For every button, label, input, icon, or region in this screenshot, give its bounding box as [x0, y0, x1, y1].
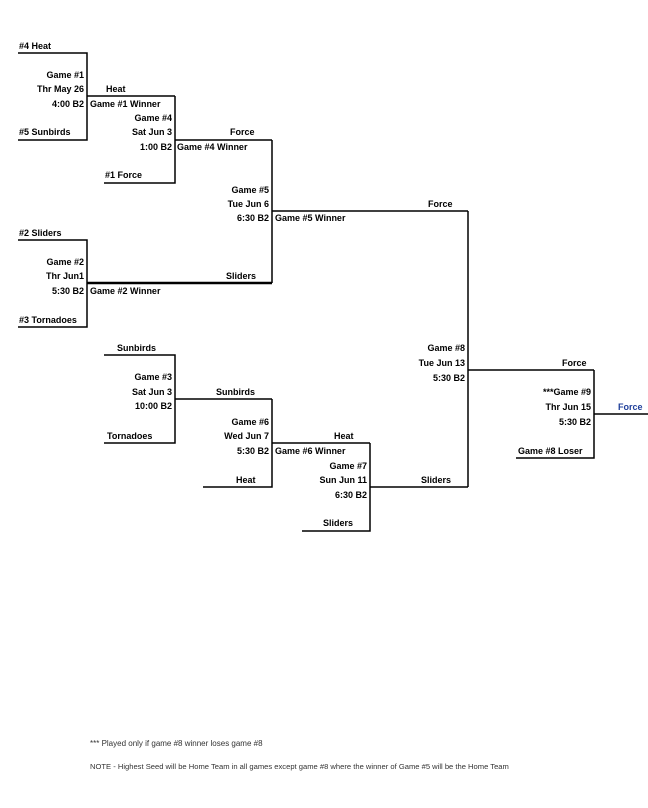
game2-label: Game #2 — [46, 257, 84, 267]
game4-result: Force — [230, 127, 255, 137]
game6-date: Wed Jun 7 — [224, 431, 269, 441]
game1-time: 4:00 B2 — [51, 99, 84, 109]
game2-winner-ref: Game #2 Winner — [90, 286, 161, 296]
game5-winner-ref: Game #5 Winner — [275, 213, 346, 223]
seed-1-team: #1 Force — [105, 170, 143, 180]
game7-time: 6:30 B2 — [334, 490, 367, 500]
game1-label: Game #1 — [46, 70, 84, 80]
champion-label: Force — [618, 402, 643, 412]
footnote-game9: *** Played only if game #8 winner loses … — [90, 739, 263, 748]
game7-team-bottom: Sliders — [323, 518, 354, 528]
game9-date: Thr Jun 15 — [545, 402, 591, 412]
game9-time: 5:30 B2 — [558, 417, 591, 427]
game3-team-bottom: Tornadoes — [107, 431, 153, 441]
game3-time: 10:00 B2 — [134, 401, 172, 411]
game8-time: 5:30 B2 — [432, 373, 465, 383]
game9-bracket-line — [516, 370, 595, 459]
game6-winner-ref: Game #6 Winner — [275, 446, 346, 456]
game5-time: 6:30 B2 — [236, 213, 269, 223]
game8-label: Game #8 — [427, 343, 465, 353]
game6-team-bottom: Heat — [236, 475, 256, 485]
game3-team-top: Sunbirds — [117, 343, 157, 353]
game4-label: Game #4 — [134, 113, 172, 123]
seed-4-team: #4 Heat — [19, 41, 52, 51]
game4-time: 1:00 B2 — [139, 142, 172, 152]
game6-time: 5:30 B2 — [236, 446, 269, 456]
game9-loser-ref: Game #8 Loser — [518, 446, 583, 456]
game7-date: Sun Jun 11 — [319, 475, 367, 485]
game5-result: Force — [428, 199, 453, 209]
game6-label: Game #6 — [231, 417, 269, 427]
game5-date: Tue Jun 6 — [227, 199, 269, 209]
game3-date: Sat Jun 3 — [131, 387, 172, 397]
game1-result: Heat — [106, 84, 126, 94]
game6-bracket-line — [203, 399, 273, 488]
game7-bracket-line — [302, 443, 371, 532]
game1-date: Thr May 26 — [36, 84, 84, 94]
game2-time: 5:30 B2 — [51, 286, 84, 296]
game4-bracket-line — [104, 96, 176, 184]
game4-winner-ref: Game #4 Winner — [177, 142, 248, 152]
seed-3-team: #3 Tornadoes — [19, 315, 77, 325]
game9-label: ***Game #9 — [542, 387, 591, 397]
game5-label: Game #5 — [231, 185, 269, 195]
game7-label: Game #7 — [329, 461, 367, 471]
game4-date: Sat Jun 3 — [131, 127, 172, 137]
seed-5-team: #5 Sunbirds — [19, 127, 71, 137]
game7-result: Sliders — [421, 475, 452, 485]
game2-date: Thr Jun1 — [45, 271, 84, 281]
seed-2-team: #2 Sliders — [19, 228, 62, 238]
game3-result: Sunbirds — [216, 387, 256, 397]
game3-label: Game #3 — [134, 372, 172, 382]
game2-bracket-line — [18, 239, 88, 328]
game8-date: Tue Jun 13 — [418, 358, 465, 368]
game6-result: Heat — [334, 431, 354, 441]
game8-result: Force — [562, 358, 587, 368]
game3-bracket-line — [104, 354, 176, 444]
game1-winner-ref: Game #1 Winner — [90, 99, 161, 109]
game2-result: Sliders — [226, 271, 257, 281]
footnote-home-team: NOTE - Highest Seed will be Home Team in… — [90, 762, 509, 771]
